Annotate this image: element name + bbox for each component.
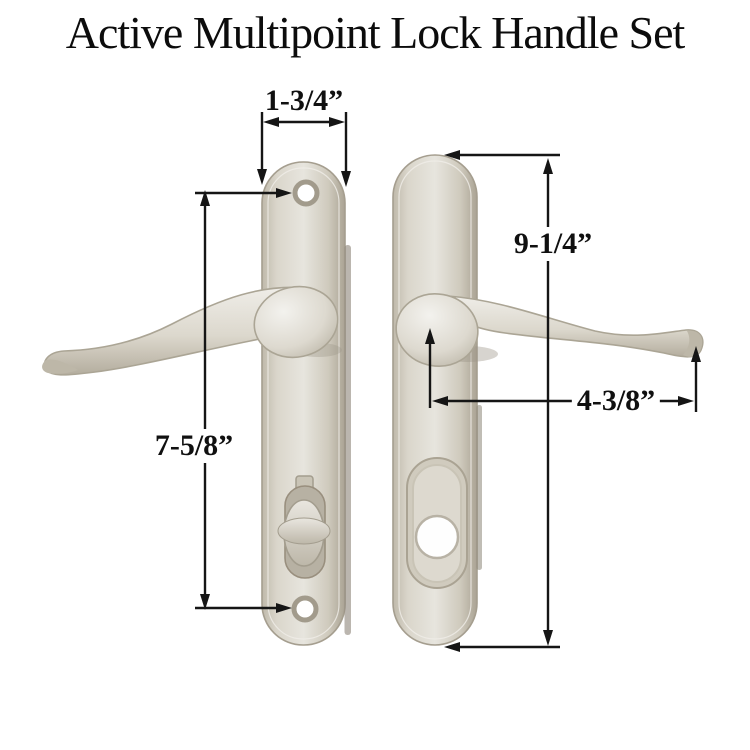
bottom-screw-hole <box>291 595 319 623</box>
plate-width-label: 1-3/4” <box>264 84 344 117</box>
right-plate-side-shadow <box>476 405 482 570</box>
handle-length-label: 4-3/8” <box>571 384 661 418</box>
left-handle-neck <box>253 285 339 359</box>
right-lever-tip-shade <box>683 330 703 357</box>
dimension-hole-spacing <box>195 188 292 613</box>
thumbturn <box>277 475 331 579</box>
keyhole <box>414 514 460 560</box>
keyhole-escutcheon <box>406 457 468 589</box>
plate-height-label: 9-1/4” <box>508 227 598 261</box>
dimension-plate-width <box>257 112 351 187</box>
right-handle-lever <box>395 293 704 367</box>
left-plate-side-shadow <box>344 245 351 635</box>
left-lever-tip-shade <box>42 359 78 374</box>
top-screw-hole <box>292 179 320 207</box>
hole-spacing-label: 7-5/8” <box>149 429 239 463</box>
left-handle-lever <box>42 285 342 376</box>
page-title: Active Multipoint Lock Handle Set <box>65 7 686 58</box>
